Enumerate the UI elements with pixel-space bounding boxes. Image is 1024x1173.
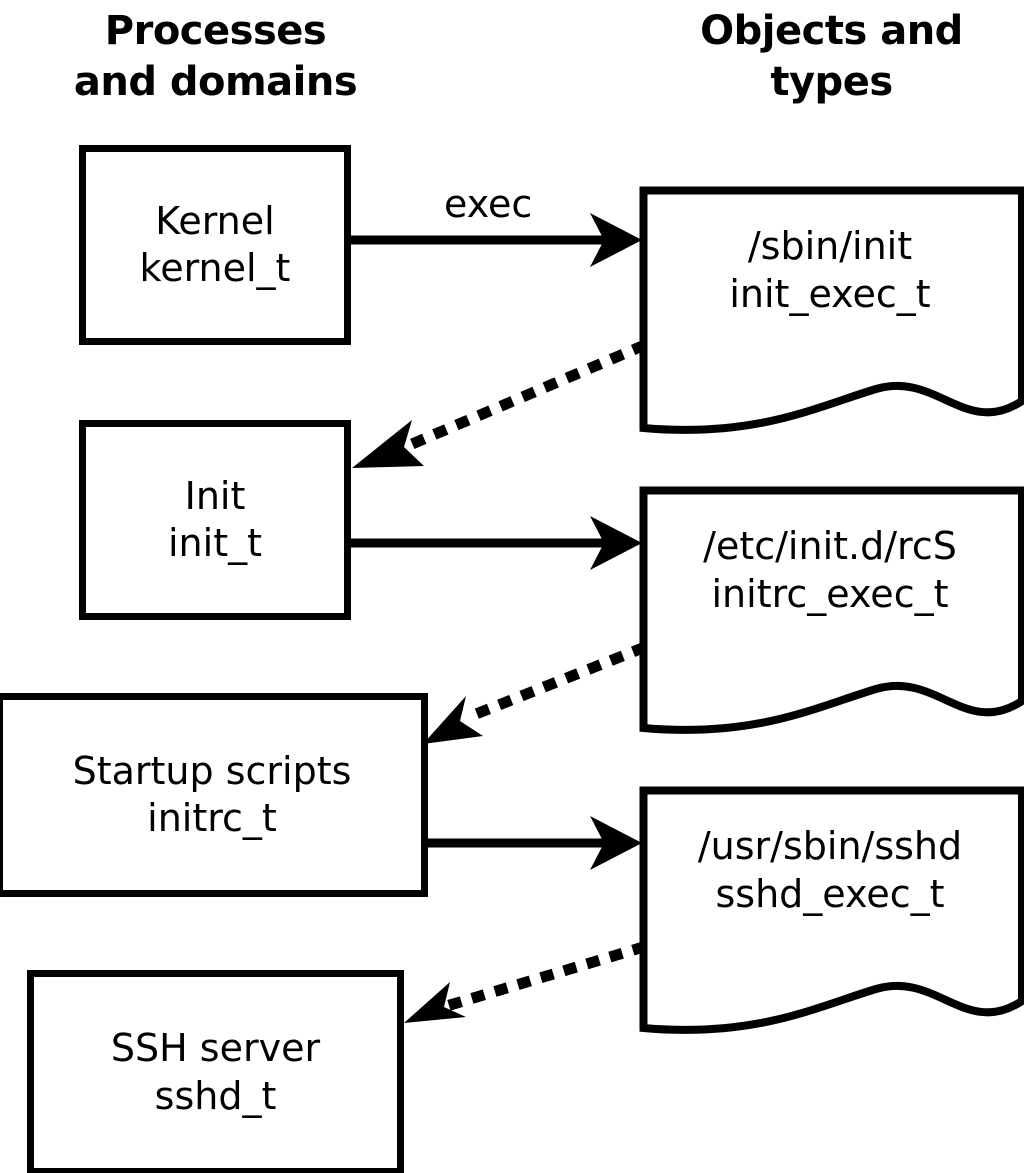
column-heading-objects: Objects and types (645, 6, 1018, 108)
arrowhead-icon (590, 516, 642, 570)
arrowhead-icon (590, 816, 642, 870)
object-document-usr-sbin-sshd[interactable]: /usr/sbin/sshd sshd_exec_t (636, 783, 1024, 1038)
document-shape-icon (639, 786, 1024, 1034)
heading-processes-line1: Processes (104, 8, 327, 54)
process-box-init[interactable]: Init init_t (79, 420, 351, 620)
process-init-name: Init (184, 473, 246, 518)
arrowhead-icon (423, 696, 483, 744)
process-kernel-type: kernel_t (139, 246, 291, 290)
process-box-kernel[interactable]: Kernel kernel_t (79, 145, 351, 345)
arrowhead-icon (404, 982, 466, 1023)
edge-line-dotted (458, 641, 648, 726)
edge-label-exec: exec (444, 182, 533, 226)
heading-objects-line2: types (770, 59, 893, 106)
object-document-sbin-init[interactable]: /sbin/init init_exec_t (636, 183, 1024, 438)
process-startup-scripts-type: initrc_t (147, 796, 277, 840)
arrowhead-icon (352, 420, 424, 468)
edge-usr-sbin-sshd-to-ssh-server (404, 941, 647, 1023)
edge-etc-initd-rcs-to-startup-scripts (423, 641, 648, 744)
arrowhead-icon (590, 213, 642, 267)
process-ssh-server-type: sshd_t (154, 1073, 277, 1118)
edge-line-dotted (443, 941, 647, 1012)
edge-init-to-etc-initd-rcs (351, 516, 642, 570)
document-shape-icon (639, 186, 1024, 434)
process-box-ssh-server[interactable]: SSH server sshd_t (27, 970, 404, 1173)
edge-line-dotted (404, 339, 648, 452)
process-startup-scripts-name: Startup scripts (72, 748, 352, 793)
column-heading-processes: Processes and domains (28, 6, 403, 108)
process-ssh-server-name: SSH server (110, 1026, 321, 1071)
process-box-startup-scripts[interactable]: Startup scripts initrc_t (0, 693, 428, 897)
heading-objects-line1: Objects and (700, 8, 963, 54)
object-document-etc-initd-rcs[interactable]: /etc/init.d/rcS initrc_exec_t (636, 483, 1024, 738)
document-shape-icon (639, 486, 1024, 734)
process-kernel-name: Kernel (155, 198, 275, 243)
heading-processes-line2: and domains (73, 59, 358, 106)
process-init-type: init_t (168, 521, 262, 565)
edge-startup-scripts-to-usr-sbin-sshd (424, 816, 642, 870)
edge-sbin-init-to-init (352, 339, 648, 468)
